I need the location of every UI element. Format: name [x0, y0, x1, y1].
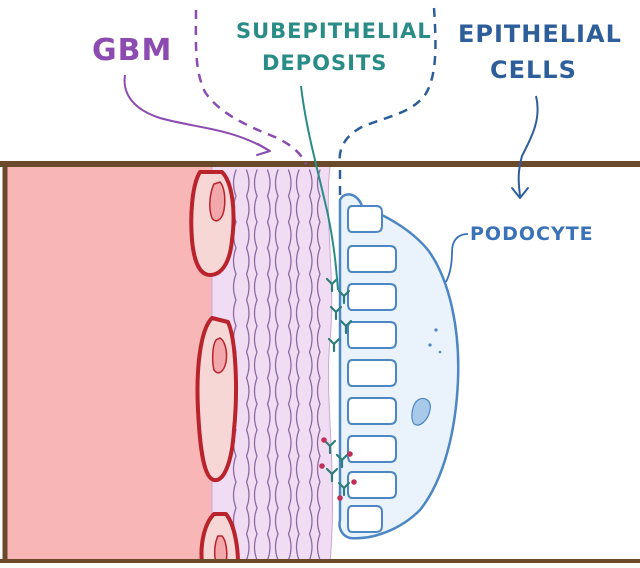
foot-process-gap	[348, 472, 396, 498]
podocyte-label: PODOCYTE	[470, 223, 594, 245]
podocyte-granule	[434, 328, 437, 331]
foot-process-gap	[348, 506, 382, 532]
foot-process-gap	[348, 206, 382, 232]
foot-process-gap	[348, 398, 396, 424]
epithelial-pointer-arrow	[519, 96, 538, 196]
capillary-lumen	[6, 166, 218, 563]
endothelial-nucleus-middle	[213, 338, 227, 373]
antigen-dot	[321, 437, 327, 443]
endothelial-nucleus-bottom	[215, 536, 227, 563]
podocyte-label-bracket	[446, 234, 468, 282]
foot-process-gap	[348, 436, 396, 462]
epithelial-label-line1: EPITHELIAL	[458, 20, 622, 48]
podocyte-granule	[439, 351, 442, 354]
antigen-dot	[337, 495, 343, 501]
podocyte-granule	[428, 343, 431, 346]
subepithelial-label-line1: SUBEPITHELIAL	[236, 19, 432, 43]
gbm-pointer-arrow	[125, 75, 268, 150]
foot-process-gap	[348, 284, 396, 310]
subepithelial-label-line2: DEPOSITS	[262, 51, 387, 75]
antigen-dot	[351, 479, 357, 485]
antibody-y	[329, 339, 339, 351]
foot-process-gap	[348, 322, 396, 348]
foot-process-gap	[348, 360, 396, 386]
endothelial-nucleus-top	[210, 182, 225, 221]
antigen-dot	[347, 451, 353, 457]
foot-process-gap	[348, 246, 396, 272]
antigen-dot	[319, 463, 325, 469]
podocyte	[339, 194, 458, 538]
epithelial-label-line2: CELLS	[490, 56, 577, 84]
gbm-pointer-arrowhead	[257, 144, 270, 155]
gbm-label: GBM	[92, 33, 172, 68]
